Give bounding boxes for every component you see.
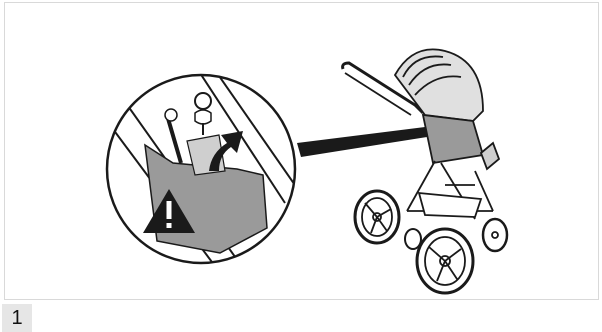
figure-frame [4,2,599,300]
front-left-wheel [355,191,399,243]
rear-left-wheel [417,229,473,293]
step-number: 1 [11,307,22,330]
stroller-icon [343,49,507,293]
zoom-connector [297,127,427,157]
front-right-wheel [405,229,421,249]
zoom-detail-circle [101,73,297,293]
rear-right-wheel [483,219,507,251]
stroller-illustration [5,3,600,301]
step-number-badge: 1 [2,304,32,332]
